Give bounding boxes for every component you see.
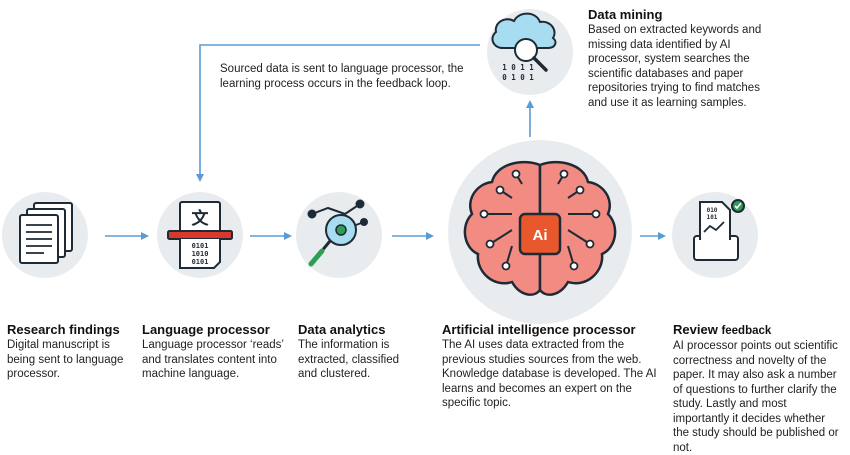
magnifier-network-icon bbox=[307, 199, 368, 267]
research-text: Research findings Digital manuscript is … bbox=[7, 322, 132, 382]
language-text: Language processor Language processor ‘r… bbox=[142, 322, 287, 382]
feedback-loop-arrow bbox=[196, 44, 480, 182]
cloud-search-icon: 1 0 1 1 0 1 0 1 bbox=[491, 12, 557, 82]
mining-text: Data mining Based on extracted keywords … bbox=[588, 7, 778, 110]
mining-binary-1: 1 0 1 1 bbox=[502, 63, 534, 72]
workflow-diagram: 文 0101 1010 0101 Ai bbox=[2, 9, 758, 324]
language-binary-1: 0101 bbox=[192, 242, 209, 250]
documents-icon bbox=[19, 202, 73, 264]
mining-desc: Based on extracted keywords and missing … bbox=[588, 24, 762, 109]
review-title: Review bbox=[673, 322, 718, 337]
ai-text: Artificial intelligence processor The AI… bbox=[442, 322, 660, 411]
review-binary-1: 010 bbox=[707, 207, 718, 214]
mining-title: Data mining bbox=[588, 7, 663, 22]
ai-title: Artificial intelligence processor bbox=[442, 322, 636, 337]
review-title-suffix: feedback bbox=[721, 325, 772, 337]
language-binary-3: 0101 bbox=[192, 258, 209, 266]
review-heading: Review feedback bbox=[673, 322, 841, 339]
language-binary-2: 1010 bbox=[192, 250, 209, 258]
research-desc: Digital manuscript is being sent to lang… bbox=[7, 339, 124, 380]
ai-desc: The AI uses data extracted from the prev… bbox=[442, 339, 657, 409]
language-desc: Language processor ‘reads’ and translate… bbox=[142, 339, 284, 380]
mining-binary-2: 0 1 0 1 bbox=[502, 73, 534, 82]
analytics-text: Data analytics The information is extrac… bbox=[298, 322, 408, 382]
ai-chip-label: Ai bbox=[533, 227, 548, 244]
research-title: Research findings bbox=[7, 322, 120, 337]
language-title: Language processor bbox=[142, 322, 270, 337]
review-binary-2: 101 bbox=[707, 214, 718, 221]
translator-icon: 文 0101 1010 0101 bbox=[167, 201, 233, 269]
ai-chip bbox=[518, 212, 562, 256]
feedback-loop-note: Sourced data is sent to language process… bbox=[220, 63, 464, 90]
review-text: Review feedback AI processor points out … bbox=[673, 322, 841, 455]
brain-chip-icon: Ai bbox=[463, 160, 617, 296]
review-desc: AI processor points out scientific corre… bbox=[673, 340, 839, 454]
language-glyph: 文 bbox=[192, 208, 210, 229]
analytics-desc: The information is extracted, classified… bbox=[298, 339, 399, 380]
analytics-title: Data analytics bbox=[298, 322, 386, 337]
review-printer-icon: 010 101 bbox=[693, 199, 745, 261]
